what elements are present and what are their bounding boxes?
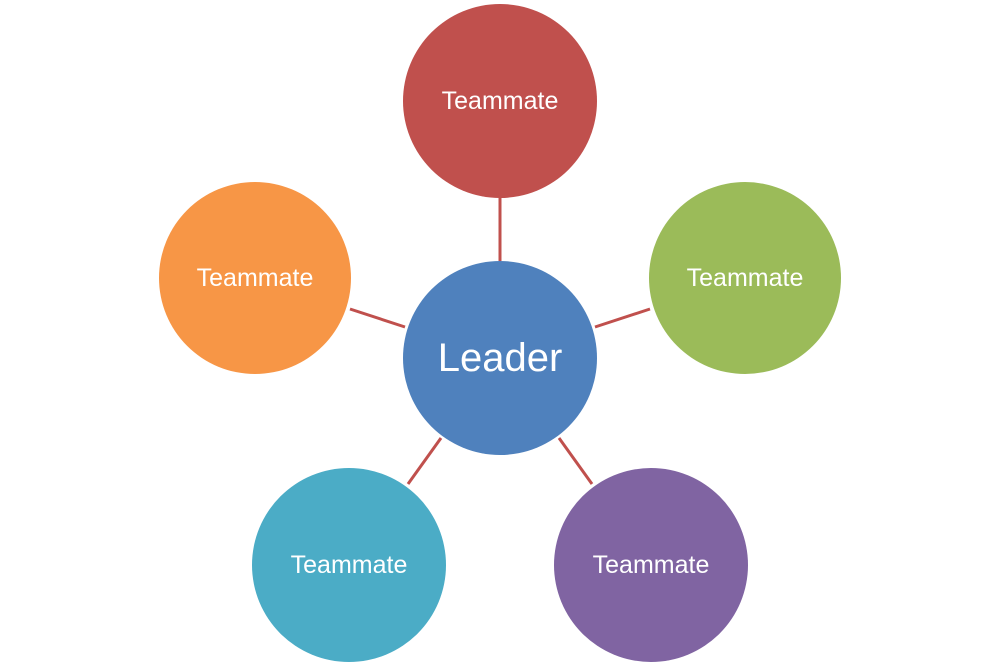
teammate-node-left: Teammate <box>159 182 351 374</box>
leader-label: Leader <box>437 335 563 380</box>
connector-left <box>349 307 406 329</box>
teammate-label: Teammate <box>686 263 804 292</box>
teammate-node-top: Teammate <box>403 4 597 198</box>
connector-bottom-right <box>557 437 594 485</box>
teammate-node-bottom-right: Teammate <box>554 468 748 662</box>
teammate-label: Teammate <box>290 550 408 579</box>
connector-right <box>594 307 651 329</box>
teammate-label: Teammate <box>592 550 710 579</box>
connector-bottom-left <box>406 437 443 485</box>
teammate-node-right: Teammate <box>649 182 841 374</box>
teammate-label: Teammate <box>441 86 559 115</box>
teammate-label: Teammate <box>196 263 314 292</box>
leader-node: Leader <box>403 261 597 455</box>
teammate-node-bottom-left: Teammate <box>252 468 446 662</box>
